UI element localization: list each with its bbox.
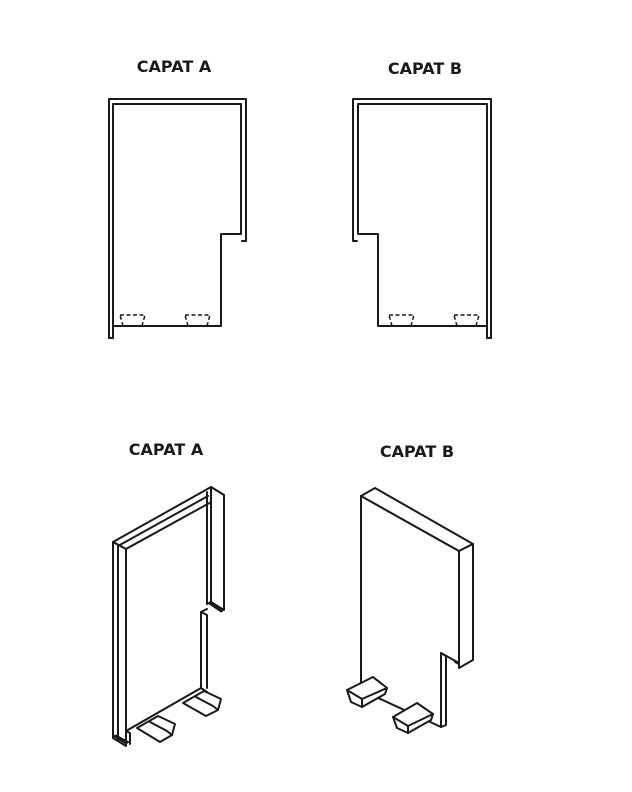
iso-a-top-inner	[117, 495, 209, 547]
iso-view-capat-b	[346, 487, 474, 734]
front-a-foot-hidden-left	[119, 314, 146, 327]
label-capat-a-front: CAPAT A	[136, 57, 212, 76]
iso-a-right-flange-end	[206, 601, 225, 613]
iso-b-foot-right-edge	[392, 713, 434, 734]
iso-b-foot-left-edge	[346, 687, 388, 708]
front-a-outer-profile	[108, 98, 247, 339]
label-capat-b-front: CAPAT B	[387, 59, 463, 78]
iso-b-foot-left	[346, 676, 388, 708]
iso-b-right-flange-inner	[454, 661, 460, 665]
front-b-outer-profile	[352, 98, 492, 339]
iso-a-bottom-edge	[125, 730, 131, 745]
front-b-foot-hidden-right	[453, 314, 480, 327]
front-a-foot-hidden-right	[184, 314, 211, 327]
iso-b-foot-right	[392, 702, 434, 734]
front-view-capat-b	[352, 98, 492, 339]
front-b-inner-outline	[357, 103, 488, 339]
front-view-capat-a	[108, 98, 247, 339]
iso-b-step	[440, 652, 447, 728]
iso-a-foot-left	[136, 715, 176, 743]
iso-a-foot-right-edge	[195, 696, 219, 711]
front-a-inner-outline	[112, 103, 242, 339]
front-b-foot-hidden-left	[388, 314, 415, 327]
iso-a-foot-left-edge	[149, 721, 173, 736]
iso-b-right-flange	[458, 543, 474, 669]
label-capat-a-iso: CAPAT A	[128, 440, 204, 459]
iso-a-left-wall	[112, 541, 127, 747]
label-capat-b-iso: CAPAT B	[379, 442, 455, 461]
iso-a-foot-right	[182, 690, 222, 717]
iso-a-right-flange	[210, 486, 225, 611]
iso-view-capat-a	[111, 486, 225, 747]
